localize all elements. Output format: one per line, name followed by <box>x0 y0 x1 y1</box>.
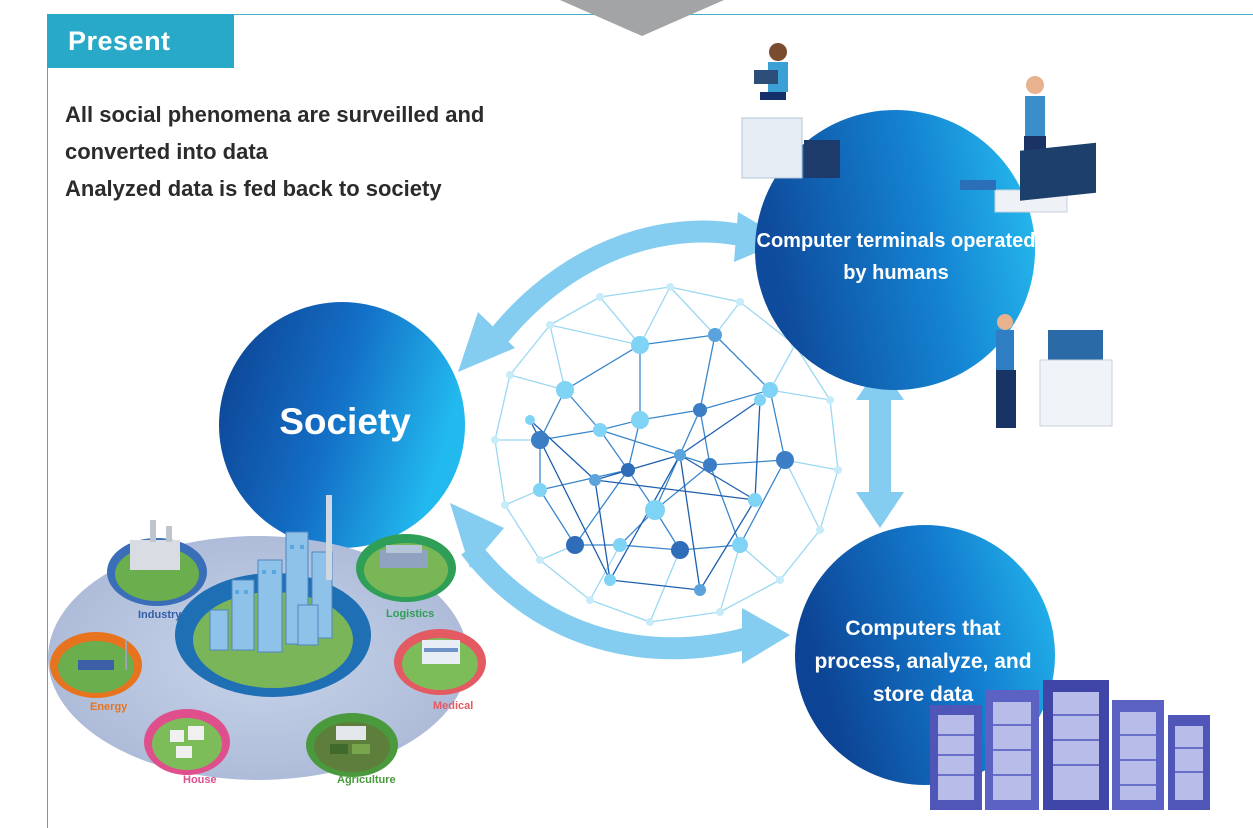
sector-house-disc <box>144 709 230 775</box>
data-arrow-bottom <box>461 541 751 660</box>
sector-agriculture-disc <box>306 713 398 777</box>
sector-energy-disc <box>50 632 142 698</box>
sector-logistics-disc <box>356 534 456 602</box>
computers-label: Computers that process, analyze, and sto… <box>814 617 1032 706</box>
city-illustration <box>48 495 486 780</box>
present-tab-label: Present <box>68 25 171 56</box>
sector-label-medical: Medical <box>433 700 474 712</box>
flow-down-arrow <box>560 0 724 36</box>
sector-label-house: House <box>183 774 217 786</box>
headline: All social phenomena are surveilled and … <box>65 96 585 207</box>
society-label: Society <box>279 401 411 442</box>
server-racks-illustration <box>930 680 1210 810</box>
data-network-sphere <box>491 283 842 626</box>
sector-industry-disc <box>107 520 207 606</box>
people-illustration <box>741 43 1113 428</box>
terminals-label: Computer terminals operated by humans <box>756 230 1036 284</box>
arrow-head-to-society-bottom <box>450 503 504 568</box>
arrow-head-to-society <box>458 312 515 372</box>
feedback-arrow-top <box>483 220 748 352</box>
arrow-head-to-computers <box>742 608 790 664</box>
sector-label-industry: Industry <box>138 609 182 621</box>
headline-line-1: All social phenomena are surveilled and <box>65 102 485 127</box>
sector-label-energy: Energy <box>90 701 128 713</box>
society-circle <box>219 302 465 548</box>
sector-label-agriculture: Agriculture <box>337 774 396 786</box>
headline-line-3: Analyzed data is fed back to society <box>65 176 442 201</box>
headline-line-2: converted into data <box>65 139 268 164</box>
sector-label-logistics: Logistics <box>386 608 435 620</box>
present-tab: Present <box>47 14 234 68</box>
sector-medical-disc <box>394 629 486 695</box>
